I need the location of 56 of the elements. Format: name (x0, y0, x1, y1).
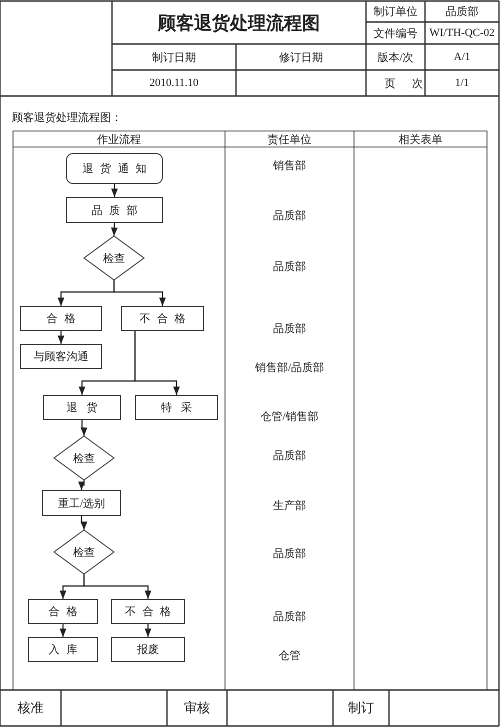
process-box: 退货 (43, 395, 121, 420)
process-box: 品质部 (66, 197, 163, 223)
arrow (83, 574, 152, 599)
decision-diamond: 检查 (84, 236, 144, 280)
arrow (113, 280, 166, 306)
column-header: 相关表单 (398, 132, 444, 147)
field-label: 页次 (384, 76, 440, 92)
field-label: 制订日期 (151, 50, 197, 66)
arrow (111, 184, 118, 197)
field-label: 版本/次 (376, 50, 415, 66)
department-text: 仓管 (278, 648, 302, 663)
arrow (60, 624, 66, 637)
section-heading: 顾客退货处理流程图： (12, 110, 123, 125)
decision-diamond: 检查 (54, 436, 114, 480)
process-box: 特采 (135, 395, 218, 420)
process-box: 重工/选别 (42, 490, 121, 516)
arrow (78, 480, 85, 490)
column-header: 作业流程 (96, 132, 142, 147)
field-value: 品质部 (444, 4, 480, 20)
field-label: 制订单位 (372, 5, 418, 20)
process-box: 入库 (28, 637, 98, 662)
department-text: 品质部 (272, 208, 307, 223)
department-text: 仓管/销售部 (259, 410, 320, 424)
department-text: 销售部/品质部 (254, 360, 326, 375)
signoff-label: 制订 (347, 699, 375, 717)
arrow (144, 624, 152, 637)
department-text: 生产部 (272, 498, 307, 513)
process-box: 合格 (20, 306, 102, 331)
field-value: 2010.11.10 (148, 76, 200, 91)
field-value: WI/TH-QC-02 (428, 26, 496, 41)
process-box: 不合格 (121, 306, 204, 331)
field-value: A/1 (452, 50, 472, 65)
column-header: 责任单位 (266, 132, 312, 147)
start-box: 退货通知 (66, 153, 163, 184)
department-text: 品质部 (272, 260, 307, 274)
department-text: 销售部 (272, 158, 307, 173)
department-text: 品质部 (272, 546, 307, 561)
signoff-label: 审核 (183, 699, 211, 717)
department-text: 品质部 (272, 322, 307, 336)
arrow (80, 420, 88, 436)
field-label: 文件编号 (372, 26, 418, 42)
process-box: 合格 (28, 599, 98, 624)
signoff-label: 核准 (16, 699, 44, 717)
process-box: 报废 (111, 637, 185, 662)
arrow (80, 516, 88, 530)
decision-diamond: 检查 (54, 530, 114, 574)
field-label: 修订日期 (278, 50, 324, 66)
field-value: 1/1 (454, 76, 470, 91)
department-text: 品质部 (272, 448, 307, 463)
department-text: 品质部 (272, 610, 307, 624)
arrow (134, 331, 180, 395)
process-box: 与顾客沟通 (20, 344, 102, 369)
arrow (110, 222, 118, 236)
document-title: 顾客退货处理流程图 (156, 12, 321, 34)
process-box: 不合格 (111, 599, 185, 624)
arrow (58, 331, 64, 344)
